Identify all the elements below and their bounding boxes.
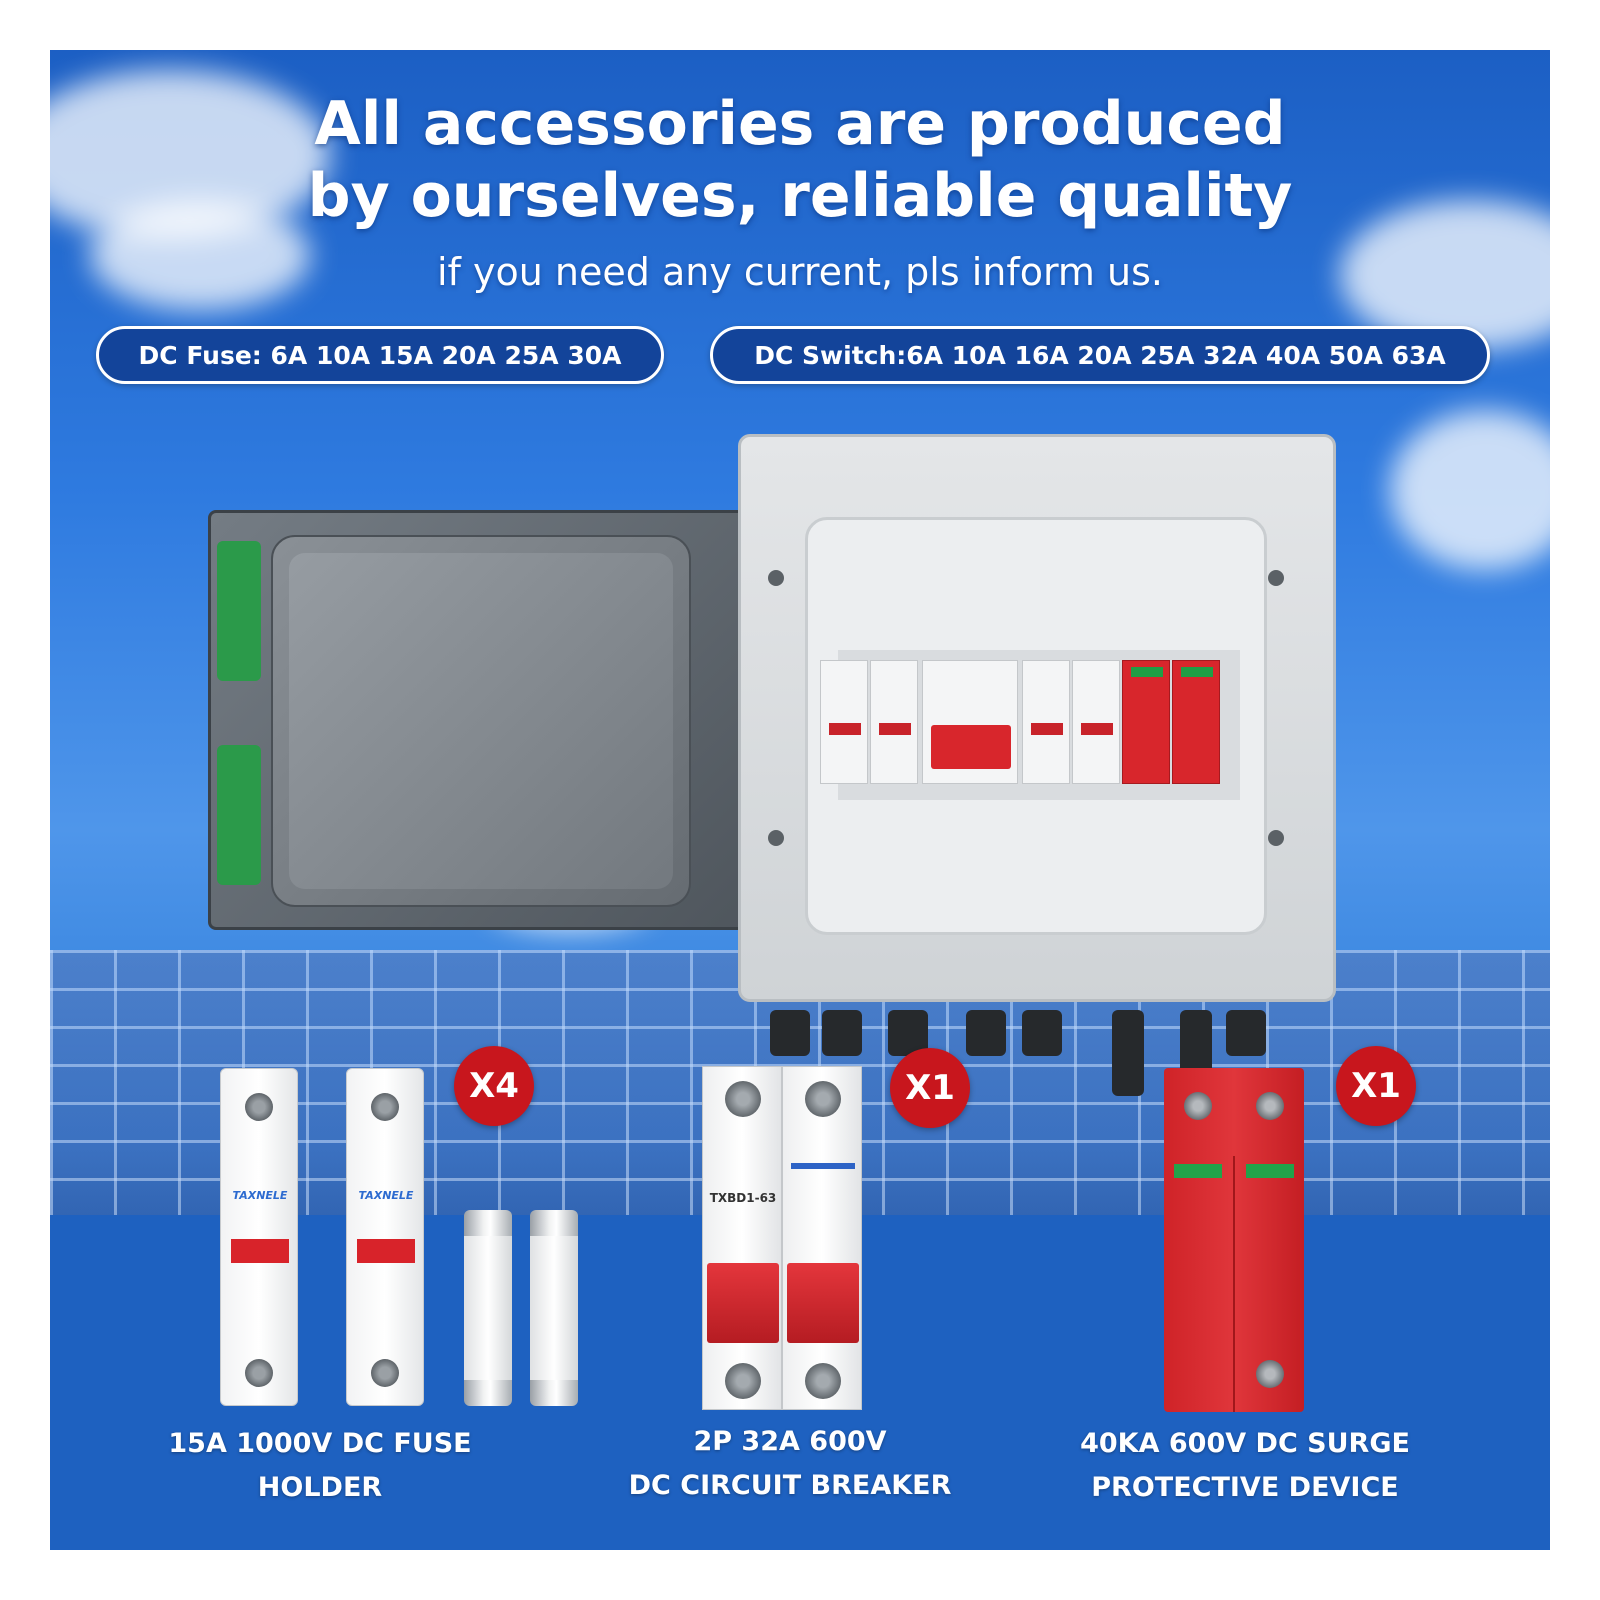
cable-gland — [966, 1010, 1006, 1056]
enclosure-interior — [768, 517, 1284, 935]
headline-line-1: All accessories are produced — [314, 89, 1286, 159]
fuse-cartridge — [464, 1210, 512, 1406]
enclosure-body — [738, 434, 1336, 1002]
surge-device-caption-line-1: 40KA 600V DC SURGE — [1080, 1428, 1410, 1459]
breaker-lever — [787, 1263, 859, 1343]
screw — [768, 830, 784, 846]
door-latch — [217, 541, 261, 681]
screw — [768, 570, 784, 586]
door-latch — [217, 745, 261, 885]
fuse-cartridge — [530, 1210, 578, 1406]
fuse-holder: TAXNELE — [220, 1068, 298, 1406]
fuse-holder-brand: TAXNELE — [232, 1189, 288, 1202]
fuse-holder-module — [1022, 660, 1070, 784]
door-window-pane — [289, 553, 673, 889]
breaker-model-label: TXBD1-63 — [709, 1191, 777, 1205]
cable-gland — [1022, 1010, 1062, 1056]
dc-fuse-ratings-text: DC Fuse: 6A 10A 15A 20A 25A 30A — [138, 340, 622, 370]
fuse-holder-caption-line-2: HOLDER — [257, 1472, 383, 1503]
cable-gland — [770, 1010, 810, 1056]
dc-switch-ratings-text: DC Switch:6A 10A 16A 20A 25A 32A 40A 50A… — [754, 340, 1446, 370]
circuit-breaker-pole: TXBD1-63 — [702, 1066, 782, 1410]
circuit-breaker-caption-line-2: DC CIRCUIT BREAKER — [628, 1470, 952, 1501]
quantity-badge: X1 — [1336, 1046, 1416, 1126]
circuit-breaker-module — [922, 660, 1018, 784]
fuse-holder-module — [870, 660, 918, 784]
cloud — [90, 200, 310, 310]
fuse-holder-module — [820, 660, 868, 784]
breaker-lever — [707, 1263, 779, 1343]
mc4-connector — [822, 1010, 862, 1056]
surge-protective-device — [1164, 1068, 1304, 1412]
headline-line-2: by ourselves, reliable quality — [307, 161, 1293, 231]
fuse-holder-brand: TAXNELE — [358, 1189, 414, 1202]
enclosure-door — [208, 510, 748, 930]
circuit-breaker-caption: 2P 32A 600V DC CIRCUIT BREAKER — [610, 1420, 970, 1508]
fuse-holder-module — [1072, 660, 1120, 784]
screw — [1268, 570, 1284, 586]
circuit-breaker-caption-line-1: 2P 32A 600V — [693, 1426, 887, 1457]
dc-fuse-ratings-pill: DC Fuse: 6A 10A 15A 20A 25A 30A — [96, 326, 664, 384]
cloud — [1390, 410, 1550, 570]
surge-device-caption: 40KA 600V DC SURGE PROTECTIVE DEVICE — [1060, 1422, 1430, 1510]
quantity-badge: X1 — [890, 1048, 970, 1128]
mc4-connector — [1112, 1010, 1144, 1096]
headline-subline: if you need any current, pls inform us. — [437, 250, 1163, 294]
breaker-lever — [931, 725, 1011, 769]
surge-device-caption-line-2: PROTECTIVE DEVICE — [1091, 1472, 1399, 1503]
door-window — [271, 535, 691, 907]
surge-protector-module — [1172, 660, 1220, 784]
screw — [1268, 830, 1284, 846]
product-image: All accessories are produced by ourselve… — [50, 50, 1550, 1550]
quantity-badge: X4 — [454, 1046, 534, 1126]
dc-switch-ratings-pill: DC Switch:6A 10A 16A 20A 25A 32A 40A 50A… — [710, 326, 1490, 384]
surge-protector-module — [1122, 660, 1170, 784]
cable-gland — [1226, 1010, 1266, 1056]
fuse-holder: TAXNELE — [346, 1068, 424, 1406]
cloud — [1340, 200, 1550, 350]
circuit-breaker-pole — [782, 1066, 862, 1410]
fuse-holder-caption-line-1: 15A 1000V DC FUSE — [168, 1428, 472, 1459]
fuse-holder-caption: 15A 1000V DC FUSE HOLDER — [130, 1422, 510, 1510]
